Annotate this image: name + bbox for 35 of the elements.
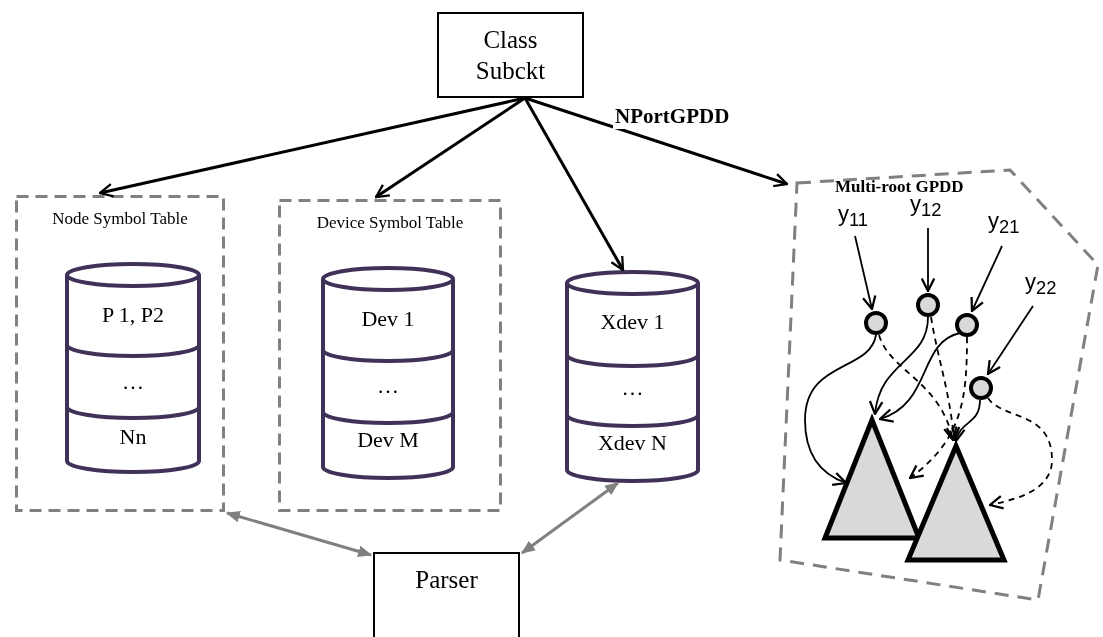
box-label: Parser: [414, 565, 479, 595]
arrow: [930, 316, 961, 442]
table-entry: P 1, P2: [100, 302, 166, 328]
arrow: [521, 481, 619, 555]
class-box: [437, 12, 584, 98]
arrow: [878, 332, 961, 422]
variable-label: y$_{11}$: [838, 200, 869, 233]
box-label: Class Subckt: [474, 25, 547, 86]
parser-box: [373, 552, 520, 637]
arrow: [869, 316, 929, 416]
arrow: [920, 227, 936, 293]
arrow: [374, 96, 526, 199]
table-entry: …: [121, 369, 145, 395]
arrow: [225, 511, 373, 557]
arrow: [987, 397, 1053, 510]
arrow: [523, 97, 625, 272]
arrow: [952, 399, 981, 443]
arrow: [878, 334, 957, 442]
group-title: Node Symbol Table: [51, 209, 189, 229]
table-entry: Xdev 1: [599, 309, 666, 335]
table-entry: Dev 1: [360, 306, 416, 332]
arrow: [524, 96, 789, 188]
table-entry: …: [620, 375, 645, 401]
group-title: Device Symbol Table: [315, 213, 465, 233]
arrow: [970, 245, 1003, 313]
variable-label: y$_{22}$: [1025, 268, 1057, 301]
variable-label: y$_{21}$: [988, 207, 1020, 240]
table-entry: Xdev N: [596, 430, 668, 456]
table-entry: …: [376, 373, 400, 399]
table-entry: Nn: [118, 424, 148, 450]
arrow: [804, 334, 877, 486]
table-entry: Dev M: [356, 427, 420, 453]
arrow: [986, 305, 1034, 376]
arrow: [854, 235, 877, 311]
arrow: [908, 336, 968, 480]
